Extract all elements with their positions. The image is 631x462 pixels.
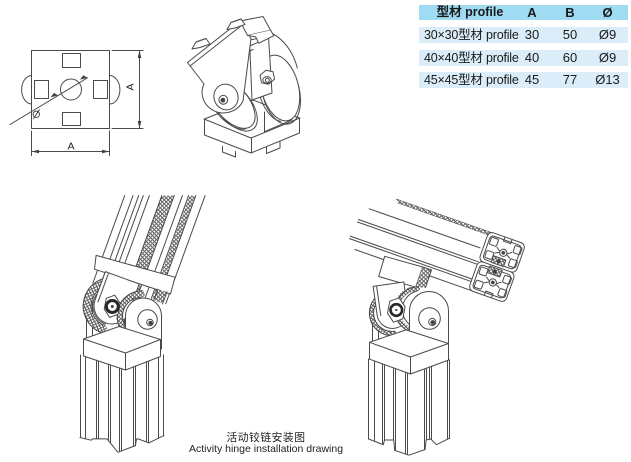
- svg-text:A: A: [67, 141, 74, 153]
- svg-text:A: A: [125, 83, 137, 90]
